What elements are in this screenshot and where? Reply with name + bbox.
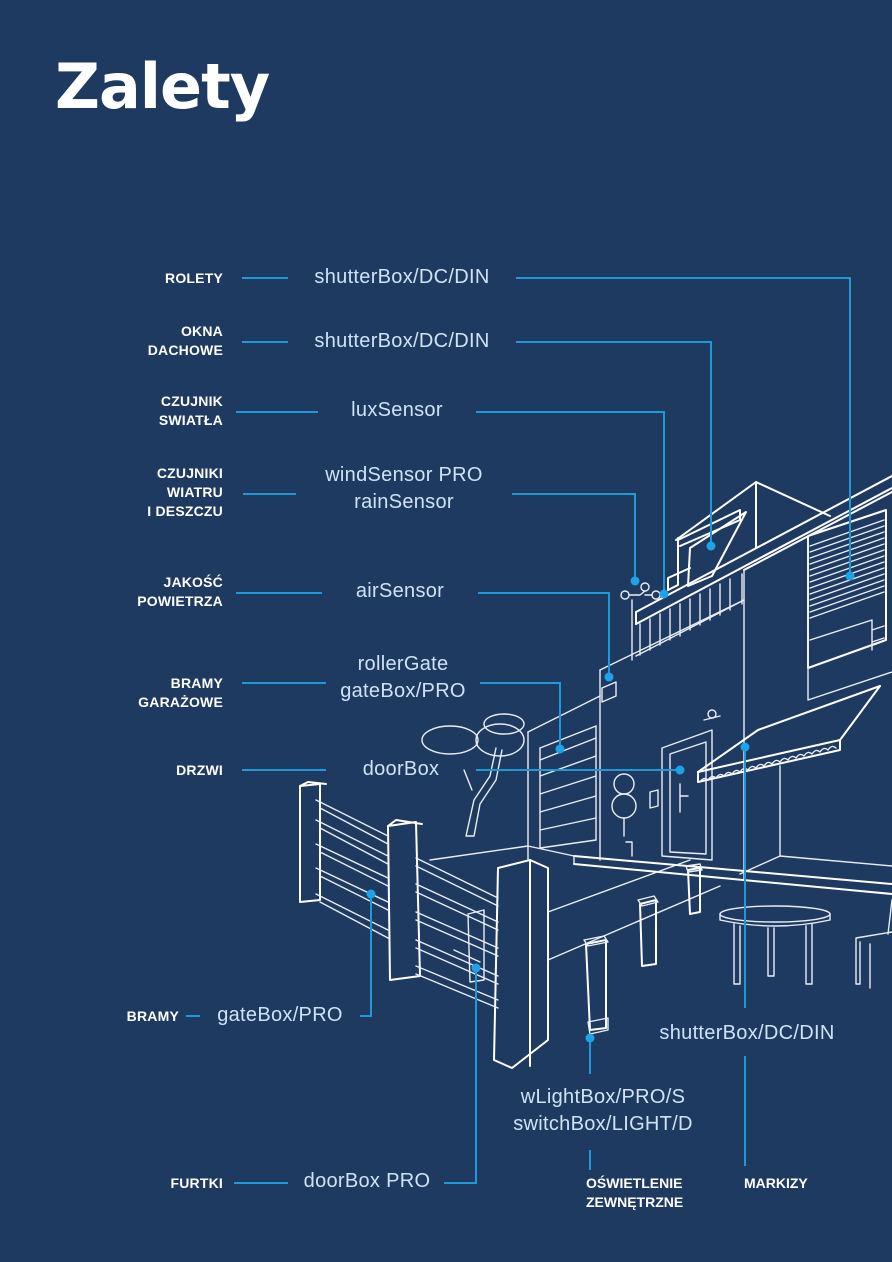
category-czujnik-swiatla: CZUJNIK SWIATŁA: [83, 392, 223, 430]
product-name: gateBox/PRO: [217, 1004, 343, 1026]
category-line: CZUJNIK: [160, 393, 223, 409]
product-oswietlenie: wLightBox/PRO/S switchBox/LIGHT/D: [488, 1084, 718, 1138]
category-bramy: BRAMY: [39, 1007, 179, 1026]
connector-furtki: [234, 968, 477, 1184]
connector-okna-dachowe: [242, 341, 712, 546]
category-rolety: ROLETY: [83, 269, 223, 288]
category-line: I DESZCZU: [147, 503, 223, 519]
product-name: shutterBox/DC/DIN: [659, 1022, 835, 1044]
product-okna-dachowe: shutterBox/DC/DIN: [292, 328, 512, 355]
category-line: MARKIZY: [744, 1175, 808, 1191]
product-name: doorBox PRO: [303, 1170, 431, 1192]
connector-czujnik-swiatla: [236, 411, 665, 594]
endpoint-markizy: [740, 742, 750, 752]
endpoint-drzwi: [675, 765, 685, 775]
product-name: rollerGate: [357, 653, 449, 675]
endpoint-rolety: [845, 571, 855, 581]
category-furtki: FURTKI: [83, 1174, 223, 1193]
endpoint-oswietlenie: [585, 1033, 595, 1043]
product-name: wLightBox/PRO/S: [520, 1086, 686, 1108]
product-drzwi: doorBox: [330, 756, 472, 783]
category-jakosc-powietrza: JAKOŚĆ POWIETRZA: [83, 573, 223, 611]
connector-jakosc-powietrza: [236, 592, 610, 676]
endpoint-okna-dachowe: [706, 541, 716, 551]
page-title: Zalety: [55, 50, 270, 123]
category-line: POWIETRZA: [137, 593, 223, 609]
category-line: JAKOŚĆ: [163, 574, 223, 590]
category-line: FURTKI: [170, 1175, 223, 1191]
product-name: doorBox: [362, 758, 440, 780]
category-line: GARAŻOWE: [138, 694, 223, 710]
category-line: BRAMY: [170, 675, 223, 691]
connector-rolety: [242, 277, 851, 576]
endpoint-czujniki-wiatru: [630, 576, 640, 586]
connector-czujniki-wiatru: [243, 493, 636, 581]
category-line: DRZWI: [176, 762, 223, 778]
category-line: WIATRU: [166, 484, 223, 500]
endpoint-bramy: [366, 889, 376, 899]
house-line-art: [299, 475, 892, 1069]
category-czujniki-wiatru-deszczu: CZUJNIKI WIATRU I DESZCZU: [83, 464, 223, 521]
product-name: shutterBox/DC/DIN: [314, 266, 490, 288]
category-line: OKNA: [180, 323, 223, 339]
product-name: gateBox/PRO: [340, 680, 466, 702]
product-czujniki-wiatru-deszczu: windSensor PRO rainSensor: [300, 462, 508, 516]
product-name: shutterBox/DC/DIN: [314, 330, 490, 352]
category-drzwi: DRZWI: [83, 761, 223, 780]
category-line: CZUJNIKI: [156, 465, 223, 481]
connector-lines: [186, 277, 851, 1184]
connector-bramy: [186, 895, 372, 1017]
category-line: OŚWIETLENIE: [586, 1175, 683, 1191]
endpoint-bramy-garazowe: [555, 744, 565, 754]
product-furtki: doorBox PRO: [292, 1168, 442, 1195]
product-rolety: shutterBox/DC/DIN: [292, 264, 512, 291]
endpoint-czujnik-swiatla: [659, 589, 669, 599]
category-line: BRAMY: [126, 1008, 179, 1024]
category-markizy: MARKIZY: [744, 1174, 808, 1193]
product-czujnik-swiatla: luxSensor: [322, 397, 472, 424]
endpoint-furtki: [471, 963, 481, 973]
product-bramy: gateBox/PRO: [204, 1002, 356, 1029]
endpoint-jakosc-powietrza: [604, 672, 614, 682]
product-bramy-garazowe: rollerGate gateBox/PRO: [330, 651, 476, 705]
connector-endpoints: [366, 541, 855, 1043]
product-name: airSensor: [355, 580, 445, 602]
category-line: DACHOWE: [147, 342, 223, 358]
category-okna-dachowe: OKNA DACHOWE: [83, 322, 223, 360]
product-name: rainSensor: [354, 491, 454, 513]
product-markizy: shutterBox/DC/DIN: [640, 1020, 854, 1047]
product-name: switchBox/LIGHT/D: [513, 1113, 693, 1135]
product-jakosc-powietrza: airSensor: [326, 578, 474, 605]
product-name: windSensor PRO: [325, 464, 483, 486]
category-bramy-garazowe: BRAMY GARAŻOWE: [83, 674, 223, 712]
category-line: ZEWNĘTRZNE: [586, 1194, 684, 1210]
connector-bramy-garazowe: [242, 682, 561, 748]
product-name: luxSensor: [351, 399, 443, 421]
category-line: ROLETY: [165, 270, 223, 286]
category-line: SWIATŁA: [158, 412, 223, 428]
category-oswietlenie-zewnetrzne: OŚWIETLENIE ZEWNĘTRZNE: [586, 1174, 683, 1212]
